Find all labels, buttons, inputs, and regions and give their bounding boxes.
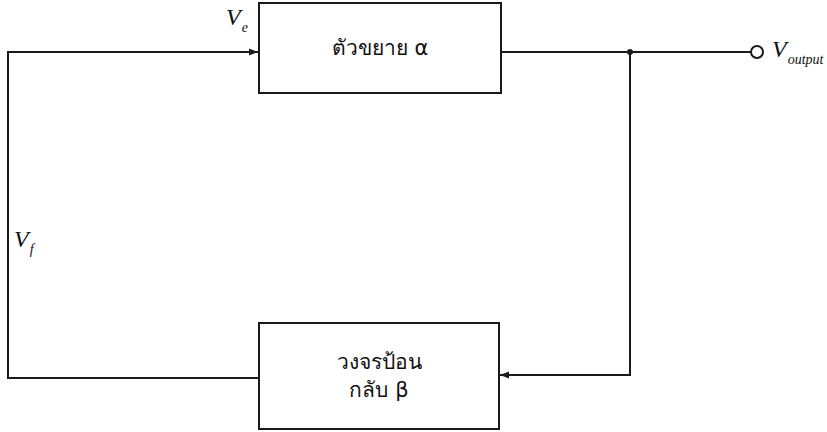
output-terminal [751, 46, 763, 58]
voltage-label: Ve [226, 4, 248, 36]
signal-symbol: V [772, 36, 787, 62]
signal-symbol: V [14, 226, 29, 252]
voltage-label: Voutput [772, 36, 823, 68]
signal-subscript: f [30, 242, 34, 257]
block-label: ตัวขยาย α [270, 34, 490, 62]
output-wire [630, 51, 751, 53]
signal-symbol: V [226, 4, 241, 30]
block-label: วงจรป้อน กลับ β [319, 348, 439, 405]
voltage-label: Vf [14, 226, 34, 258]
signal-connector [500, 52, 630, 375]
signal-subscript: e [242, 20, 248, 35]
amplifier-box: ตัวขยาย α [258, 2, 502, 94]
signal-subscript: output [788, 52, 824, 67]
signal-connector [8, 52, 258, 378]
feedback-box: วงจรป้อน กลับ β [258, 322, 500, 430]
